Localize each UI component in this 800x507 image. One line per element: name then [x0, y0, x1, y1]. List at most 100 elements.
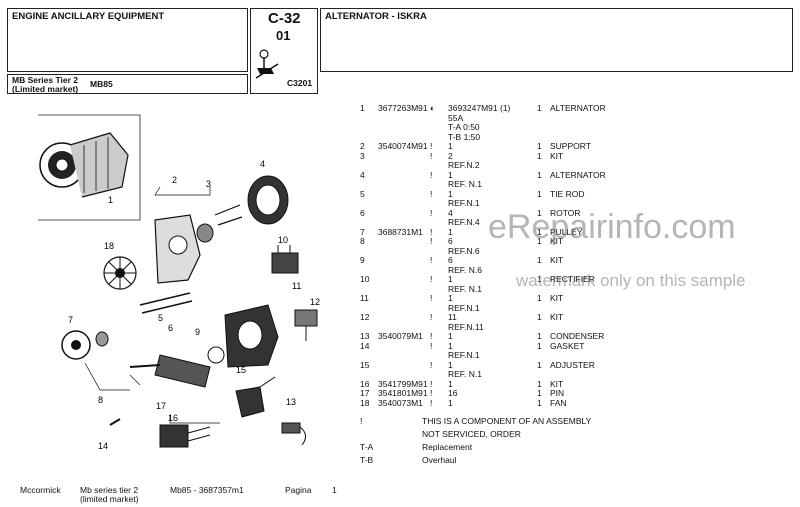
- model-market: (Limited market): [12, 84, 79, 94]
- part-ref-number: 5: [360, 188, 365, 199]
- illustration-code: C3201: [287, 78, 313, 88]
- part-alt: 2: [448, 150, 453, 161]
- part-alt: 1: [448, 359, 453, 370]
- part-note: 55A: [448, 112, 464, 123]
- legend-text: THIS IS A COMPONENT OF AN ASSEMBLY: [422, 416, 592, 426]
- rear-housing-part: [224, 304, 279, 368]
- part-symbol: !: [430, 255, 433, 265]
- tie-rod-part: [139, 292, 191, 306]
- legend-symbol: T-A: [360, 442, 374, 452]
- legend-text: Replacement: [422, 442, 473, 452]
- model-series: MB Series Tier 2: [12, 75, 78, 85]
- part-qty: 1: [537, 141, 542, 151]
- part-alt: 1: [448, 378, 453, 389]
- callout-6: 6: [168, 323, 173, 333]
- part-note: REF.N.1: [448, 198, 480, 208]
- part-qty: 1: [537, 378, 542, 389]
- part-alt: 4: [448, 207, 453, 218]
- condenser-part: [281, 422, 306, 446]
- alternator-assembly-part: [39, 132, 129, 198]
- part-ref-number: 1: [360, 103, 365, 113]
- part-qty: 1: [537, 274, 542, 284]
- part-symbol: ◐: [430, 103, 436, 113]
- part-qty: 1: [537, 293, 542, 303]
- part-symbol: !: [430, 207, 433, 218]
- part-description: FAN: [550, 397, 567, 408]
- part-ref-number: 14: [360, 340, 370, 351]
- part-alt: 3693247M91 (1): [448, 103, 511, 113]
- part-symbol: !: [430, 397, 433, 408]
- part-description: GASKET: [550, 340, 585, 351]
- code-box: [250, 8, 318, 94]
- part-symbol: !: [430, 340, 433, 351]
- part-qty: 1: [537, 236, 542, 246]
- part-description: KIT: [550, 293, 564, 303]
- part-alt: 1: [448, 293, 453, 303]
- kit-part: [294, 309, 318, 341]
- section-title: ENGINE ANCILLARY EQUIPMENT: [12, 11, 165, 22]
- part-qty: 1: [537, 207, 542, 218]
- part-number: 3541801M91: [378, 388, 428, 398]
- part-description: SUPPORT: [550, 141, 591, 151]
- part-ref-number: 11: [360, 293, 369, 303]
- part-note: REF. N.1: [448, 283, 483, 294]
- section-title-box: [7, 8, 248, 72]
- part-alt: 1: [448, 141, 453, 151]
- footer-page-label: Pagina: [285, 485, 312, 495]
- part-ref-number: 6: [360, 207, 365, 218]
- part-alt: 1: [448, 226, 453, 237]
- model-name: MB85: [90, 79, 113, 89]
- part-title-box: [320, 8, 793, 72]
- part-number: 3540074M91: [378, 141, 428, 151]
- part-description: ALTERNATOR: [550, 169, 606, 180]
- legend-text: NOT SERVICED, ORDER: [422, 429, 521, 439]
- part-ref-number: 16: [360, 378, 370, 389]
- part-alt: 6: [448, 255, 453, 265]
- part-symbol: !: [430, 150, 433, 161]
- pulley-part: [61, 330, 109, 360]
- part-description: PIN: [550, 388, 565, 398]
- part-number: 3677263M91: [378, 103, 428, 113]
- stator-ring-part: [247, 175, 289, 225]
- part-note: REF.N.6: [448, 245, 480, 256]
- part-ref-number: 10: [360, 274, 370, 284]
- part-description: KIT: [550, 255, 564, 265]
- part-ref-number: 13: [360, 331, 370, 341]
- part-symbol: !: [430, 169, 433, 180]
- part-qty: 1: [537, 312, 542, 322]
- part-ref-number: 12: [360, 312, 370, 322]
- part-qty: 1: [537, 188, 542, 199]
- part-note: REF. N.1: [448, 179, 483, 189]
- legend-text: Overhaul: [422, 455, 457, 465]
- part-alt: 1: [448, 340, 453, 351]
- part-description: KIT: [550, 236, 564, 246]
- bearing-part: [196, 204, 243, 243]
- footer-series-1: Mb series tier 2: [80, 485, 139, 495]
- part-qty: 1: [537, 103, 542, 113]
- callout-13: 13: [286, 397, 296, 407]
- part-note: REF.N.4: [448, 217, 480, 227]
- part-symbol: !: [430, 312, 433, 322]
- part-symbol: !: [430, 226, 433, 237]
- part-number: 3540073M1: [378, 397, 423, 408]
- part-title: ALTERNATOR - ISKRA: [325, 11, 427, 22]
- footer-series-2: (limited market): [80, 494, 139, 504]
- part-alt: 6: [448, 236, 453, 246]
- rectifier-part: [271, 245, 299, 274]
- callout-9: 9: [195, 327, 200, 337]
- watermark-big: eRepairinfo.com: [488, 208, 736, 246]
- part-symbol: !: [430, 274, 433, 284]
- part-symbol: !: [430, 293, 433, 303]
- part-description: CONDENSER: [550, 331, 605, 341]
- legend-symbol: T-B: [360, 455, 374, 465]
- callout-16: 16: [168, 413, 178, 423]
- part-description: RECTIFIER: [550, 274, 595, 284]
- callout-15: 15: [236, 365, 246, 375]
- front-housing-part: [154, 214, 201, 284]
